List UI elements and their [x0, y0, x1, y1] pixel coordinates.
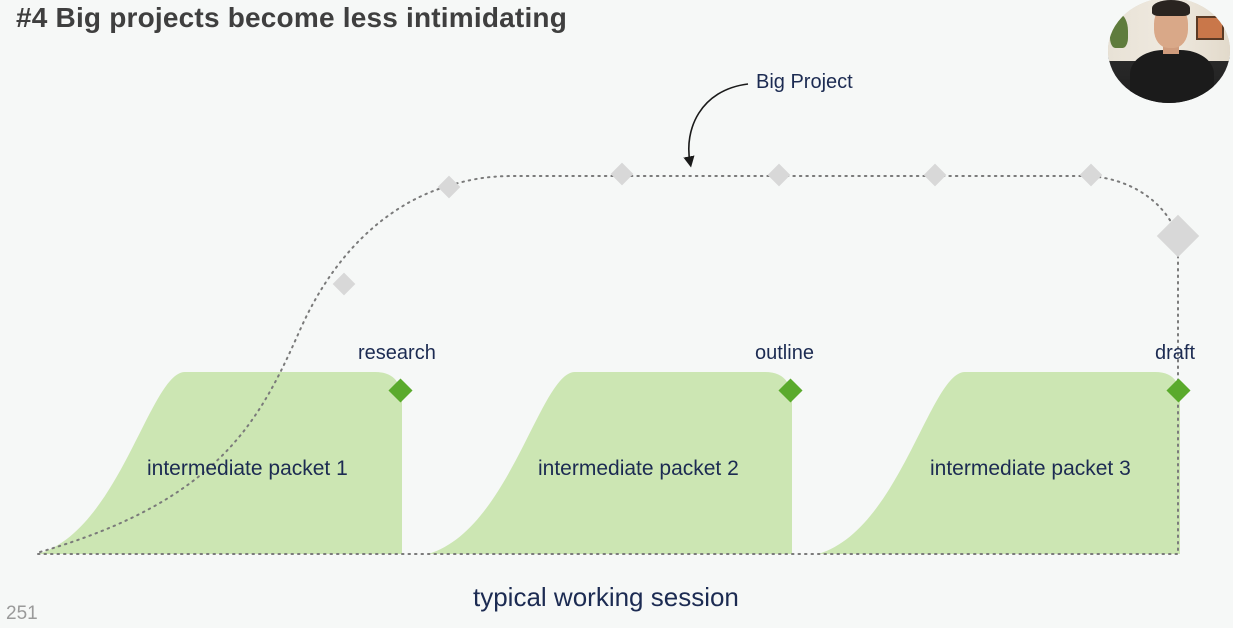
milestone-outline-label: outline — [755, 342, 814, 364]
slide-number: 251 — [6, 603, 38, 624]
big-project-step-2-icon — [437, 175, 461, 199]
big-project-step-3-icon — [610, 162, 634, 186]
big-project-step-6-icon — [1079, 163, 1103, 187]
slide-title: #4 Big projects become less intimidating — [16, 2, 568, 33]
presenter-hair — [1152, 0, 1190, 16]
big-project-final-icon — [1156, 214, 1200, 258]
big-project-step-1-icon — [332, 272, 356, 296]
big-project-path — [39, 175, 1179, 555]
milestone-draft-icon — [1166, 378, 1191, 403]
milestone-draft-label: draft — [1155, 342, 1196, 364]
big-project-step-5-icon — [923, 163, 947, 187]
big-project-step-4-icon — [767, 163, 791, 187]
milestone-research-label: research — [358, 342, 436, 364]
big-project-arrow — [683, 83, 749, 168]
packet-2-label: intermediate packet 2 — [538, 457, 739, 480]
plant-icon — [1110, 14, 1128, 48]
packet-shape-1 — [38, 372, 402, 554]
presenter-video-thumbnail — [1108, 0, 1230, 103]
milestone-research-icon — [388, 378, 413, 403]
packet-3-label: intermediate packet 3 — [930, 457, 1131, 480]
presenter-body — [1130, 50, 1214, 103]
picture-frame-icon — [1196, 16, 1224, 40]
packet-1-label: intermediate packet 1 — [147, 457, 348, 480]
packet-shape-2 — [428, 372, 792, 554]
working-session-label: typical working session — [473, 582, 739, 612]
big-project-label: Big Project — [756, 71, 853, 93]
packet-shape-3 — [818, 372, 1180, 554]
